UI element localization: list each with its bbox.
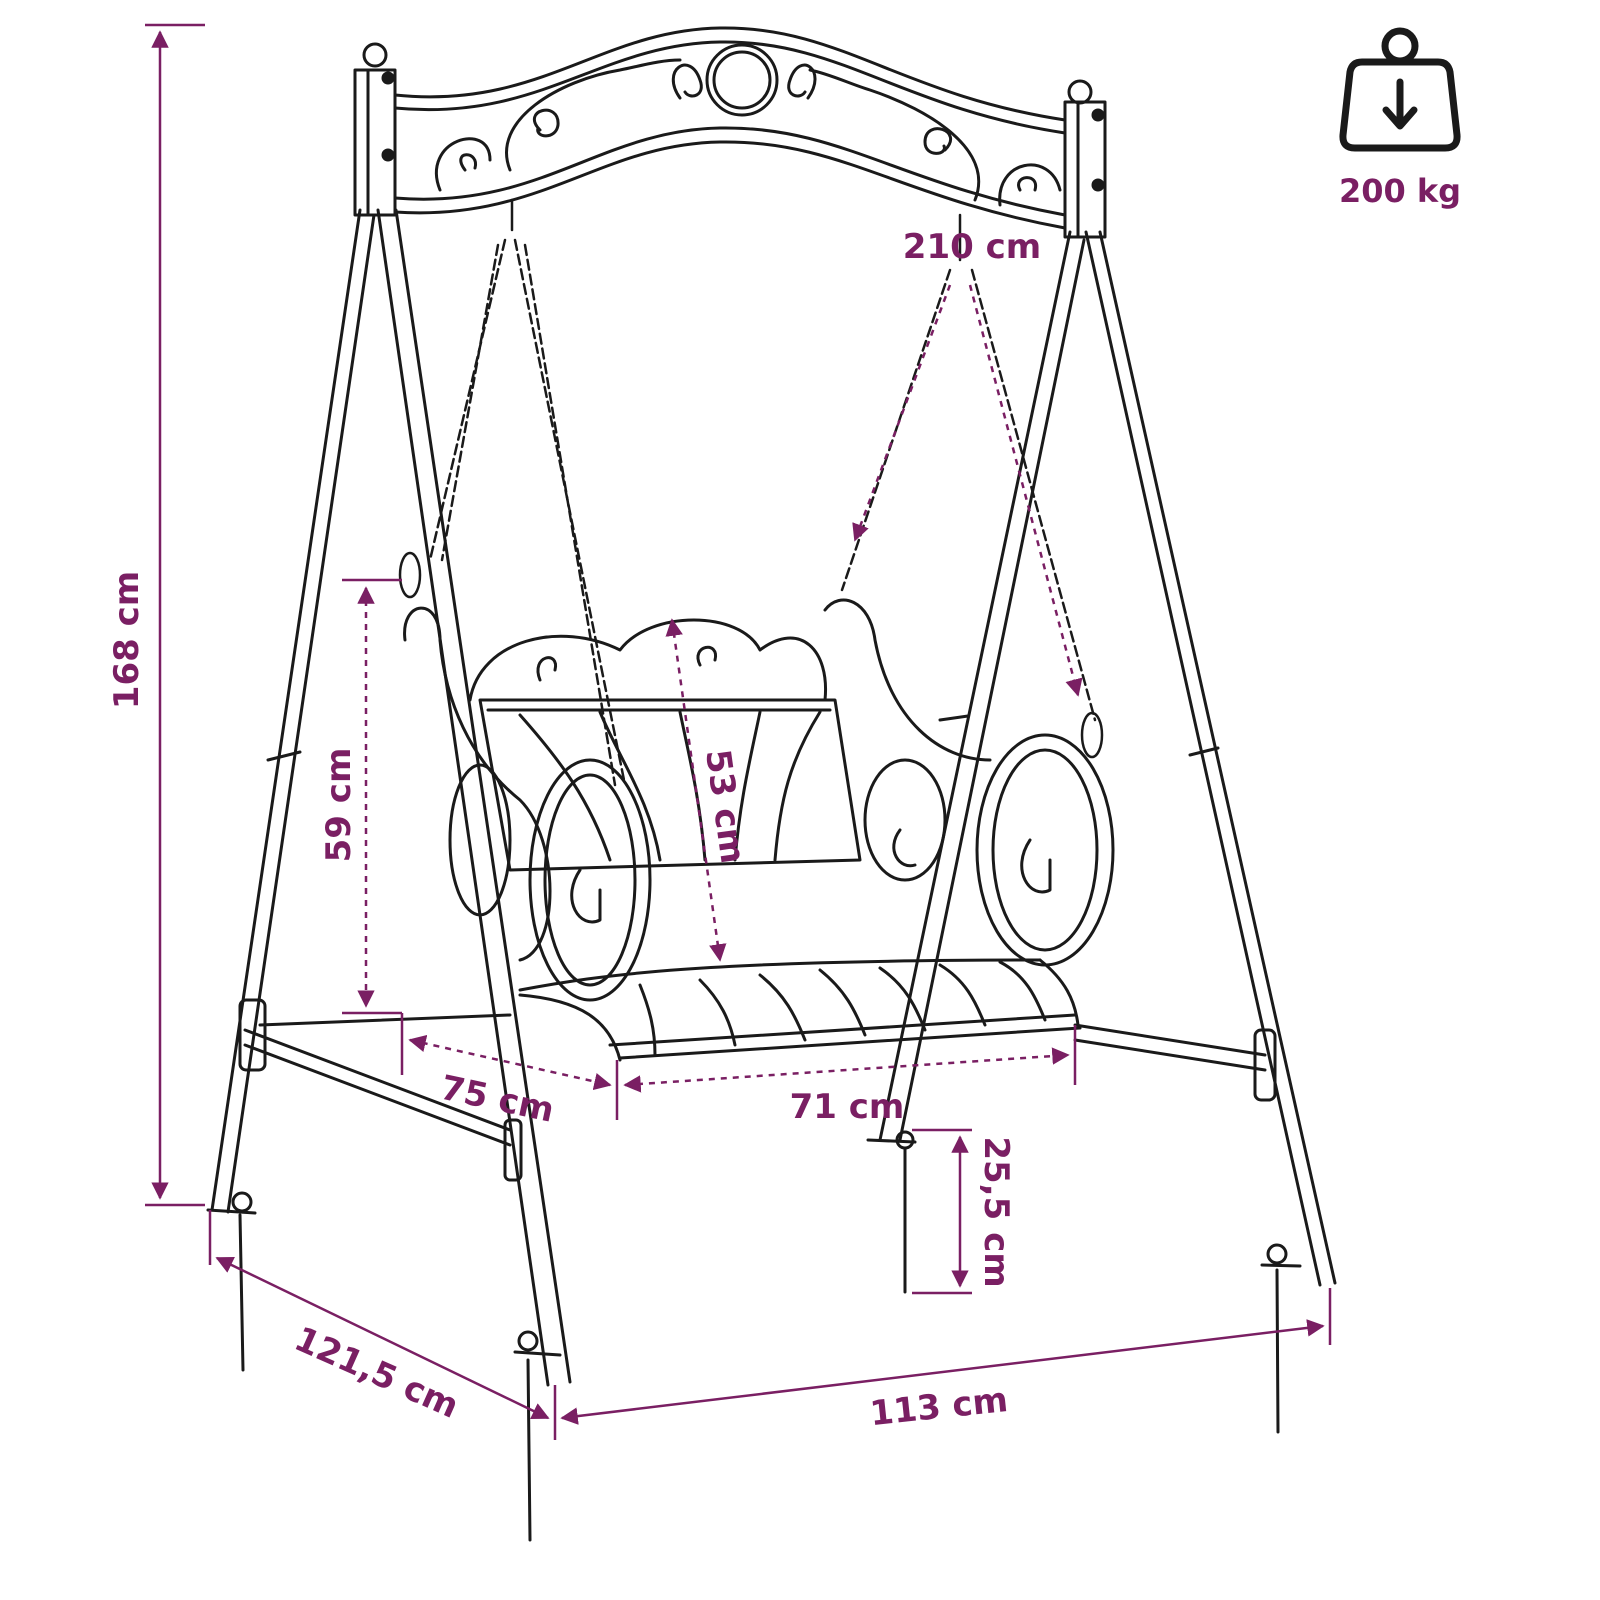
swing-illustration — [206, 26, 1337, 1542]
label-seat-back-height: 59 cm — [319, 748, 359, 863]
left-post-top — [353, 42, 397, 217]
dimension-lines — [145, 23, 1332, 1440]
label-seat-width: 71 cm — [790, 1087, 905, 1127]
label-total-height: 168 cm — [107, 571, 147, 709]
base-bars — [238, 998, 1277, 1182]
right-post-top — [1063, 79, 1107, 239]
frame-legs — [210, 208, 1337, 1387]
label-stake-length: 25,5 cm — [976, 1136, 1016, 1287]
label-seat-depth: 75 cm — [437, 1068, 558, 1131]
ground-stakes — [206, 1130, 1302, 1542]
label-chain-length: 210 cm — [903, 227, 1041, 267]
top-beam — [393, 26, 1067, 230]
dim-line-backrest — [665, 618, 727, 962]
weight-label: 200 kg — [1339, 172, 1461, 210]
chains — [398, 198, 1104, 787]
label-base-width: 113 cm — [868, 1380, 1010, 1434]
weight-icon — [1339, 27, 1461, 152]
